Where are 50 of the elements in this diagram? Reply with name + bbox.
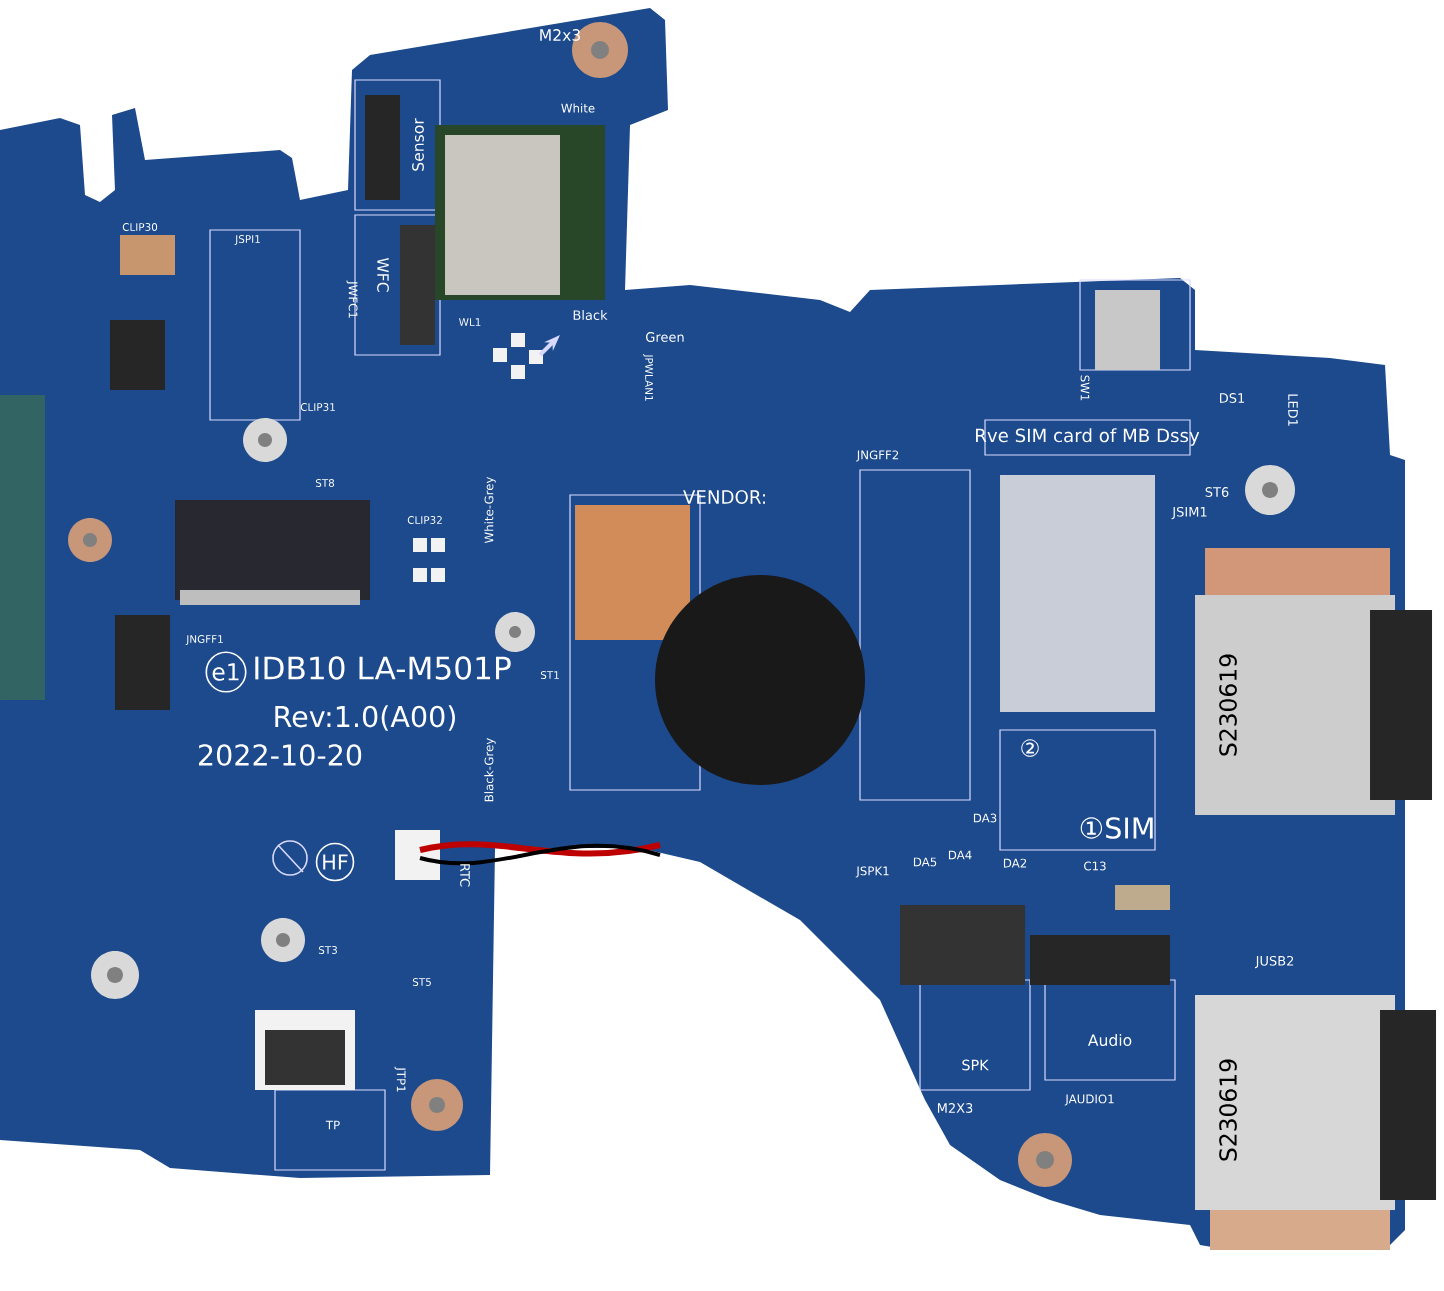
- silkscreen-label: VENDOR:: [683, 490, 765, 504]
- silkscreen-label: ST6: [1205, 487, 1229, 497]
- silkscreen-label: JSIM1: [1171, 506, 1207, 520]
- silkscreen-label: WL1: [459, 318, 481, 326]
- silkscreen-label: JNGFF1: [185, 635, 223, 645]
- silkscreen-label: Audio: [1087, 1033, 1132, 1047]
- silkscreen-label: CLIP30: [122, 223, 158, 231]
- silkscreen-label: White-Grey: [484, 476, 496, 544]
- silkscreen-label: DA4: [948, 850, 972, 860]
- silkscreen-label: ST8: [315, 479, 335, 487]
- silkscreen-label: ②: [1021, 739, 1039, 757]
- silkscreen-label: Green: [646, 332, 684, 342]
- silkscreen-label: C13: [1084, 861, 1106, 871]
- silkscreen-label: CLIP32: [407, 516, 442, 524]
- silkscreen-label: JSPK1: [855, 866, 889, 878]
- silkscreen-label: JTP1: [394, 1066, 406, 1092]
- silkscreen-label: S230619: [1219, 654, 1237, 756]
- circled-mark: e1: [205, 651, 247, 693]
- silkscreen-label: JNGFF2: [856, 450, 899, 462]
- silkscreen-label: DS1: [1220, 393, 1245, 403]
- silkscreen-label: RTC: [460, 864, 470, 887]
- silkscreen-label: JWFC1: [346, 280, 358, 318]
- silkscreen-label: White: [561, 103, 595, 113]
- silkscreen-label: Rve SIM card of MB Dssy: [976, 428, 1200, 446]
- silkscreen-label: Sensor: [412, 118, 424, 171]
- silkscreen-label: SW1: [1080, 375, 1090, 401]
- silkscreen-label: Black: [573, 309, 608, 321]
- silkscreen-label: DA5: [913, 857, 937, 867]
- silkscreen-label: ①SIM: [1080, 817, 1153, 839]
- silkscreen-label: DA3: [973, 813, 997, 823]
- silkscreen-label: JUSB2: [1254, 955, 1294, 969]
- silkscreen-label: Rev:1.0(A00): [275, 705, 455, 731]
- silkscreen-label: JAUDIO1: [1064, 1094, 1114, 1106]
- silkscreen-label: Black-Grey: [484, 738, 496, 802]
- silkscreen-label: ST3: [318, 946, 337, 954]
- silkscreen-label: JPWLAN1: [643, 353, 653, 401]
- silkscreen-label: ST1: [540, 671, 559, 679]
- silkscreen-label: ST5: [412, 978, 431, 986]
- silkscreen-label: TP: [325, 1120, 340, 1130]
- silkscreen-label: CLIP31: [300, 403, 335, 411]
- silkscreen-label: M2X3: [937, 1103, 973, 1113]
- silkscreen-label: JSPI1: [234, 235, 260, 245]
- silkscreen-label: 2022-10-20: [199, 744, 362, 766]
- silkscreen-label: LED1: [1288, 394, 1298, 426]
- silkscreen-label: S230619: [1219, 1059, 1237, 1161]
- silkscreen-label: SPK: [962, 1059, 989, 1071]
- circled-mark: HF: [315, 842, 355, 882]
- silkscreen-label: WFC: [377, 257, 389, 292]
- silkscreen-label: DA2: [1003, 858, 1027, 868]
- silkscreen-label: IDB10 LA-M501P: [255, 656, 511, 680]
